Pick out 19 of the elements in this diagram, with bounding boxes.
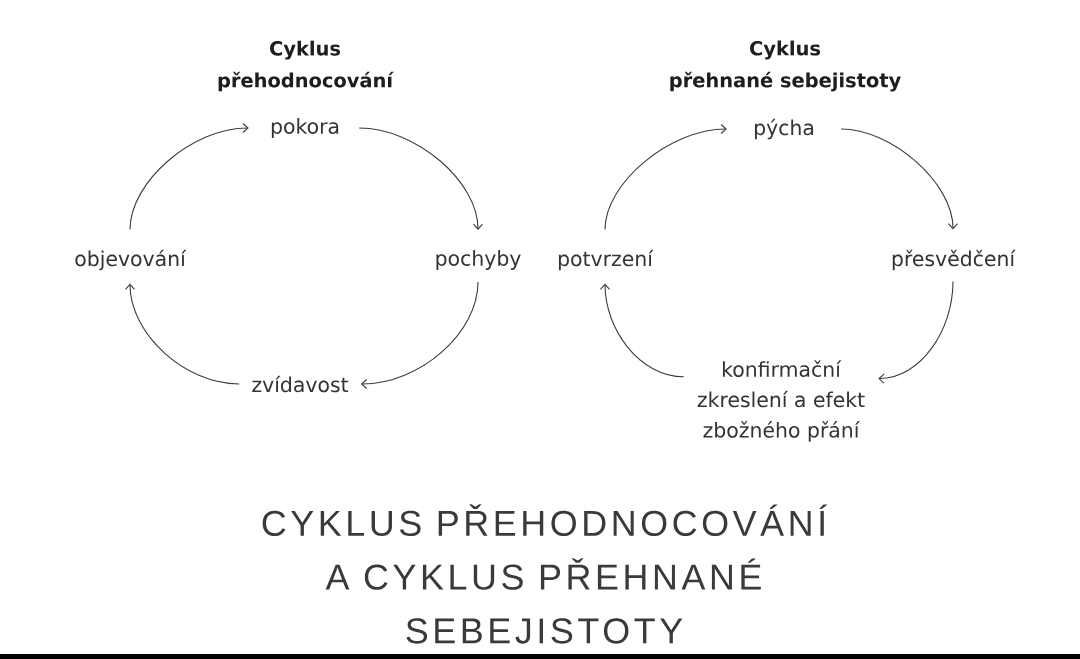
curved-arrow <box>360 281 479 390</box>
curved-arrow <box>358 127 484 230</box>
step-label: pochyby <box>436 250 521 270</box>
caption: CYKLUS PŘEHODNOCOVÁNÍ A CYKLUS PŘEHNANÉ SEBEJISTOTY <box>262 504 828 644</box>
step-label: pokora <box>271 118 339 138</box>
cycle-heading: Cyklus přehnané sebejistoty <box>670 40 901 92</box>
curved-arrow <box>840 128 959 230</box>
step-label: potvrzení <box>558 249 654 271</box>
step-label: konfirmační zkreslení a efekt zbožného přání <box>697 360 865 442</box>
step-label: pýcha <box>755 118 814 140</box>
curved-arrow <box>604 123 727 231</box>
step-label: přesvědčení <box>892 249 1016 271</box>
curved-arrow <box>129 122 249 231</box>
step-label: objevování <box>75 249 187 271</box>
curved-arrow <box>599 283 685 378</box>
cycle-heading: Cyklus přehodnocování <box>218 40 394 92</box>
curved-arrow <box>878 280 954 384</box>
curved-arrow <box>124 283 240 385</box>
step-label: zvídavost <box>252 375 349 393</box>
